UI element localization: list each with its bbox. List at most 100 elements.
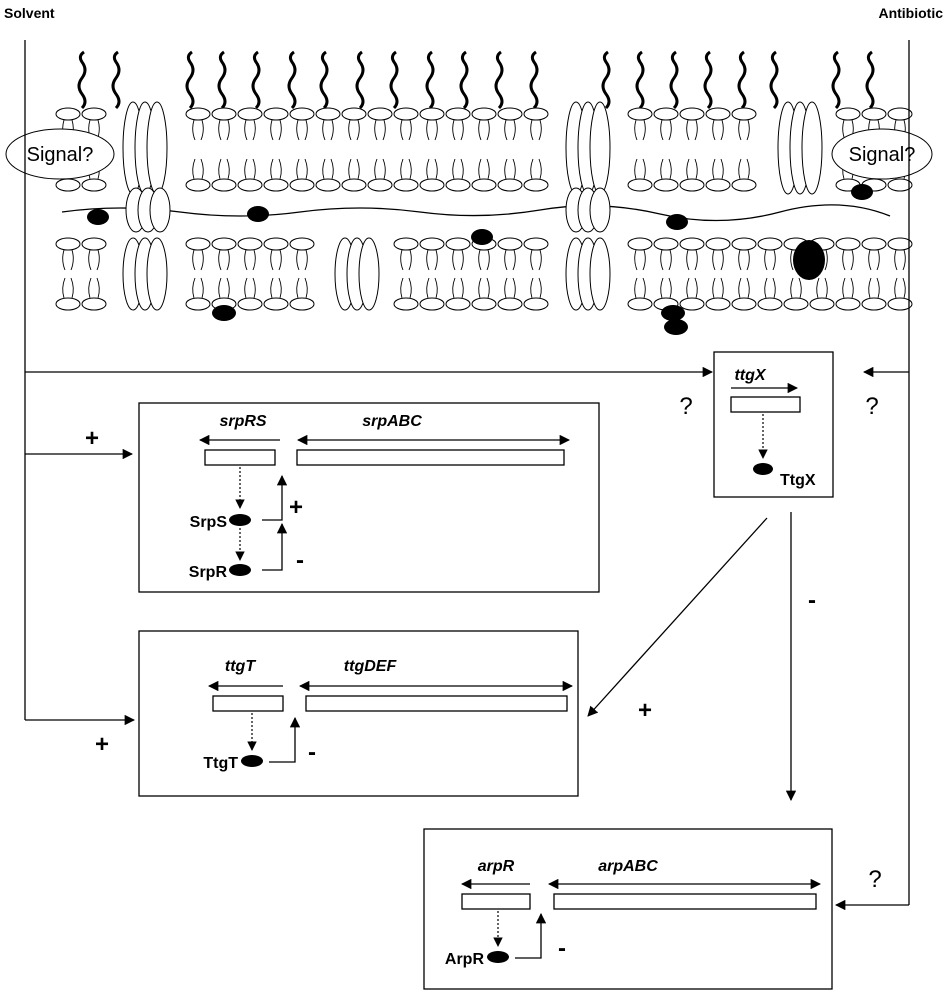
lps-chain-icon bbox=[321, 52, 327, 108]
lipid-head-icon bbox=[446, 298, 470, 310]
lipid-head-icon bbox=[862, 238, 886, 250]
lipid-tail-icon bbox=[219, 120, 230, 140]
lipid-tail-icon bbox=[375, 159, 386, 179]
ttgX-gene-box bbox=[731, 397, 800, 412]
lps-chain-icon bbox=[219, 52, 225, 108]
lipid-tail-icon bbox=[635, 250, 646, 270]
lipid-tail-icon bbox=[297, 250, 308, 270]
lipid-head-icon bbox=[758, 238, 782, 250]
lipid-head-icon bbox=[628, 179, 652, 191]
ttgx-ttgt-sign: + bbox=[638, 697, 652, 724]
signal-right: Signal? bbox=[832, 129, 932, 179]
srpR-protein-icon bbox=[229, 564, 251, 576]
lps-chain-icon bbox=[637, 52, 643, 108]
membrane-protein-icon bbox=[666, 214, 688, 230]
lipid-head-icon bbox=[82, 298, 106, 310]
lipid-head-icon bbox=[706, 238, 730, 250]
ttgT-feedback-minus: - bbox=[308, 739, 316, 766]
membrane-protein-icon bbox=[87, 209, 109, 225]
lipid-tail-icon bbox=[219, 278, 230, 298]
lipid-head-icon bbox=[186, 108, 210, 120]
efflux-pump-icon bbox=[359, 238, 379, 310]
lipid-tail-icon bbox=[245, 278, 256, 298]
lipid-head-icon bbox=[472, 298, 496, 310]
lipid-head-icon bbox=[394, 108, 418, 120]
lipid-tail-icon bbox=[427, 120, 438, 140]
lipid-head-icon bbox=[628, 298, 652, 310]
lipid-tail-icon bbox=[427, 250, 438, 270]
lipid-tail-icon bbox=[739, 159, 750, 179]
lipid-tail-icon bbox=[687, 120, 698, 140]
lipid-tail-icon bbox=[739, 278, 750, 298]
arpABC-gene-label: arpABC bbox=[598, 858, 658, 875]
lipid-head-icon bbox=[706, 179, 730, 191]
lipid-head-icon bbox=[498, 298, 522, 310]
lps-chains bbox=[79, 52, 873, 108]
arpR-protein-label: ArpR bbox=[445, 951, 485, 968]
membrane-proteins bbox=[87, 184, 873, 335]
lps-chain-icon bbox=[391, 52, 397, 108]
lipid-head-icon bbox=[420, 298, 444, 310]
lipid-head-icon bbox=[862, 108, 886, 120]
lipid-tail-icon bbox=[401, 278, 412, 298]
ttgX-protein-label: TtgX bbox=[780, 472, 816, 489]
ttgT-gene-label: ttgT bbox=[225, 658, 256, 675]
lipid-head-icon bbox=[498, 238, 522, 250]
lipid-tail-icon bbox=[193, 278, 204, 298]
arpABC-gene-box bbox=[554, 894, 816, 909]
lipid-tail-icon bbox=[895, 278, 906, 298]
lipid-head-icon bbox=[836, 238, 860, 250]
efflux-pump-icon bbox=[590, 238, 610, 310]
lipid-head-icon bbox=[420, 108, 444, 120]
signal-left: Signal? bbox=[6, 129, 114, 179]
lipid-head-icon bbox=[394, 298, 418, 310]
solvent-srp-sign: + bbox=[85, 425, 99, 452]
arpR-protein-icon bbox=[487, 951, 509, 963]
lipid-tail-icon bbox=[323, 159, 334, 179]
lipid-head-icon bbox=[82, 179, 106, 191]
lipid-head-icon bbox=[238, 238, 262, 250]
lipid-tail-icon bbox=[271, 120, 282, 140]
lipid-head-icon bbox=[186, 298, 210, 310]
lipid-tail-icon bbox=[765, 278, 776, 298]
arp-module: arpR arpABC ArpR - bbox=[424, 829, 832, 989]
srpRS-gene-label: srpRS bbox=[219, 413, 266, 430]
lps-chain-icon bbox=[739, 52, 745, 108]
lipid-head-icon bbox=[524, 298, 548, 310]
lps-chain-icon bbox=[289, 52, 295, 108]
ttgX-protein-icon bbox=[753, 463, 773, 475]
lipid-head-icon bbox=[472, 179, 496, 191]
lps-chain-icon bbox=[427, 52, 433, 108]
lipid-tail-icon bbox=[479, 120, 490, 140]
lipid-tail-icon bbox=[713, 250, 724, 270]
membrane-protein-icon bbox=[247, 206, 269, 222]
lipid-tail-icon bbox=[479, 250, 490, 270]
lipid-head-icon bbox=[732, 108, 756, 120]
solvent-label: Solvent bbox=[4, 5, 55, 21]
lipid-tail-icon bbox=[713, 278, 724, 298]
lps-chain-icon bbox=[496, 52, 502, 108]
lipid-tail-icon bbox=[401, 250, 412, 270]
lipid-head-icon bbox=[368, 108, 392, 120]
srp-feedback-minus: - bbox=[296, 547, 304, 574]
lps-chain-icon bbox=[79, 52, 85, 108]
ttgT-gene-box bbox=[213, 696, 283, 711]
lipid-tail-icon bbox=[245, 120, 256, 140]
lipid-tail-icon bbox=[869, 278, 880, 298]
signal-left-label: Signal? bbox=[27, 144, 94, 166]
lipid-head-icon bbox=[654, 179, 678, 191]
lipid-head-icon bbox=[290, 238, 314, 250]
lipid-tail-icon bbox=[375, 120, 386, 140]
lipid-tail-icon bbox=[89, 250, 100, 270]
ttgt-module: ttgT ttgDEF TtgT - bbox=[139, 631, 578, 796]
lps-chain-icon bbox=[253, 52, 259, 108]
lipid-head-icon bbox=[238, 298, 262, 310]
lipid-head-icon bbox=[264, 298, 288, 310]
efflux-pump-icon bbox=[590, 188, 610, 232]
lps-chain-icon bbox=[771, 52, 777, 108]
lipid-tail-icon bbox=[505, 278, 516, 298]
lipid-tail-icon bbox=[713, 159, 724, 179]
lipid-tail-icon bbox=[817, 278, 828, 298]
lipid-head-icon bbox=[498, 179, 522, 191]
lps-chain-icon bbox=[187, 52, 193, 108]
